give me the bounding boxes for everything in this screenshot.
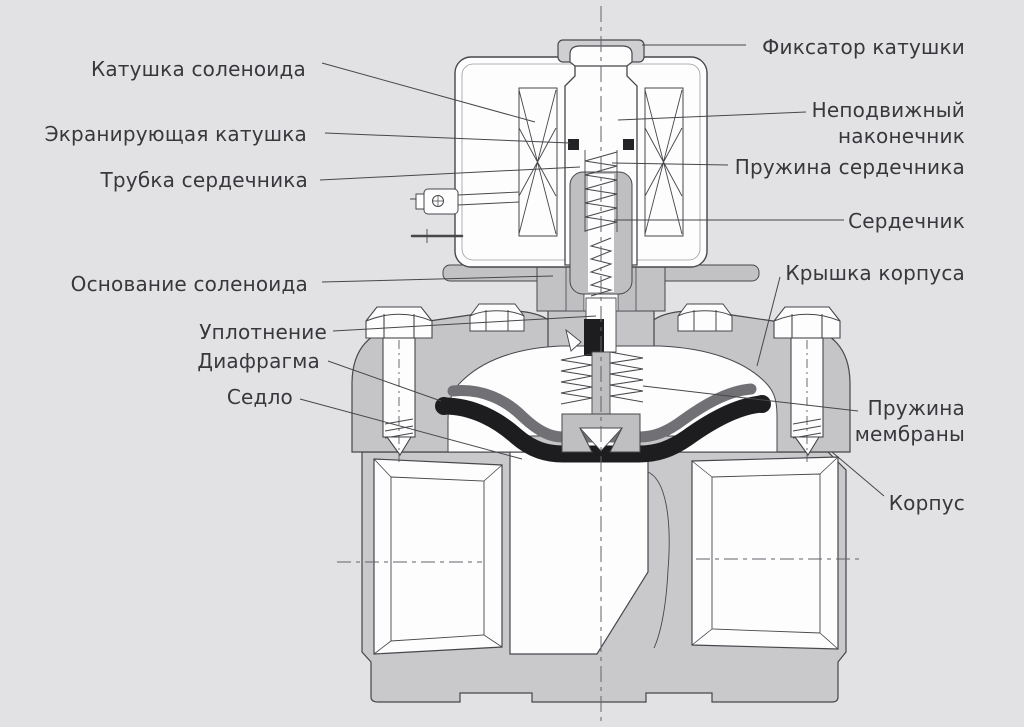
membrane-spring-right [609, 351, 644, 403]
label-shielding-coil: Экранирующая катушка [44, 122, 307, 146]
label-body-cover: Крышка корпуса [785, 261, 965, 285]
centerlines [337, 6, 862, 722]
flow-arrow [565, 328, 582, 352]
inlet-port [373, 458, 503, 655]
label-seal: Уплотнение [199, 320, 327, 344]
leader-core-tube [319, 166, 581, 181]
leader-body [831, 451, 885, 497]
bolt-left [365, 306, 433, 462]
leader-membrane-spring [642, 385, 859, 412]
shading-ring-left [568, 139, 579, 150]
label-seat: Седло [226, 385, 293, 409]
valve-body [361, 451, 847, 703]
diaphragm-bead-left [435, 397, 453, 415]
label-coil-retainer: Фиксатор катушки [762, 35, 965, 59]
label-diaphragm: Диафрагма [197, 349, 320, 373]
label-membrane-spring: Пружина мембраны [854, 396, 965, 446]
label-solenoid-coil: Катушка соленоида [90, 57, 306, 81]
seal [584, 319, 604, 356]
label-core-tube: Трубка сердечника [100, 168, 308, 192]
leader-fixed-plugnut [617, 111, 807, 121]
bolt-right [773, 306, 841, 462]
label-core-spring: Пружина сердечника [734, 155, 965, 179]
diaphragm-rubber [435, 395, 771, 463]
leader-body-cover [756, 276, 781, 367]
label-core: Сердечник [848, 209, 965, 233]
hex-boss-right [677, 303, 733, 332]
coil-retainer-cap [557, 39, 645, 67]
coil-winding-right [644, 87, 684, 237]
label-body: Корпус [888, 491, 965, 515]
leader-seal [332, 315, 597, 332]
outlet-port [691, 456, 839, 650]
label-solenoid-base: Основание соленоида [70, 272, 308, 296]
leader-solenoid-coil [321, 62, 536, 123]
coil-winding-left [518, 87, 558, 237]
leader-lines [299, 44, 885, 497]
leader-solenoid-base [321, 275, 554, 283]
leader-diaphragm [327, 360, 442, 402]
hex-boss-left [469, 303, 525, 332]
leader-shielding-coil [324, 132, 571, 144]
electrical-connector [410, 188, 520, 243]
label-fixed-plugnut: Неподвижный наконечник [811, 98, 965, 148]
diaphragm-bead-right [753, 395, 771, 413]
shading-ring-right [623, 139, 634, 150]
leader-seat [299, 398, 523, 460]
membrane-spring-left [560, 353, 593, 405]
leader-core-spring [611, 162, 729, 166]
